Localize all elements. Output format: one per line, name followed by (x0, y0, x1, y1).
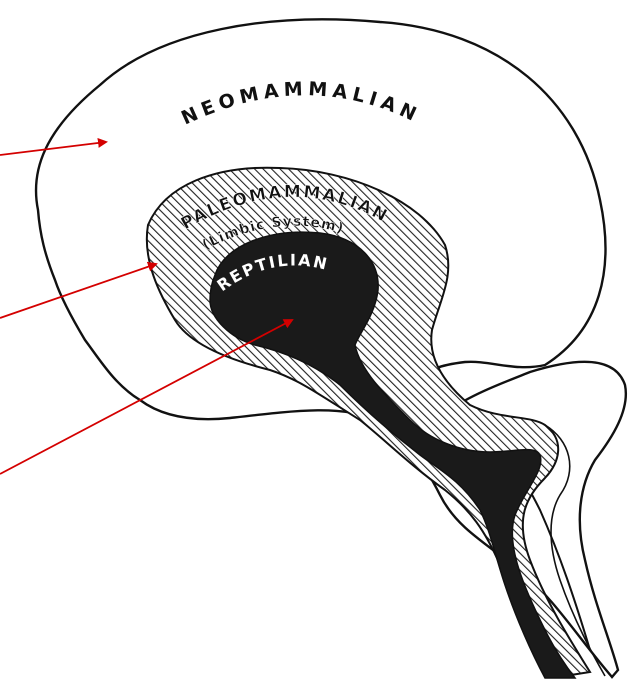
brain-illustration: NEOMAMMALIAN PALEOMAMMALIAN (Limbic Syst… (0, 0, 630, 688)
triune-brain-diagram: NEOMAMMALIAN PALEOMAMMALIAN (Limbic Syst… (0, 0, 630, 688)
